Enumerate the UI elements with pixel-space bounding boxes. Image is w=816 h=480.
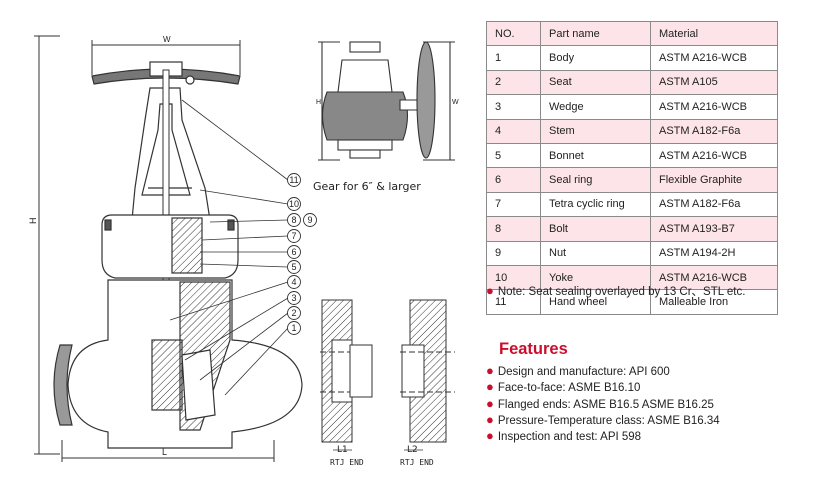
features-list: ●Design and manufacture: API 600 ●Face-t…	[486, 363, 720, 444]
callout-7: 7	[291, 231, 296, 241]
dim-l2-label: L2	[407, 445, 418, 455]
dim-w-label: W	[163, 35, 171, 44]
callout-11: 11	[289, 175, 298, 185]
callout-3: 3	[291, 293, 296, 303]
callout-6: 6	[291, 247, 296, 257]
rtj-end-view-2	[400, 299, 455, 443]
gear-dim-h: H	[316, 99, 321, 106]
cell-material: ASTM A193-B7	[650, 216, 778, 242]
dim-h-label: H	[28, 218, 38, 225]
gear-operator	[318, 41, 455, 161]
table-row: 7 Tetra cyclic ring ASTM A182-F6a	[486, 191, 778, 218]
list-item: ●Flanged ends: ASME B16.5 ASME B16.25	[486, 396, 720, 412]
bonnet	[101, 214, 239, 279]
dim-l-label: L	[162, 447, 167, 457]
cell-part: Seal ring	[540, 167, 651, 193]
list-item: ●Face-to-face: ASME B16.10	[486, 379, 720, 395]
gear-caption: Gear for 6″ & larger	[313, 180, 421, 193]
valve-body	[53, 279, 303, 449]
cell-no: 6	[486, 167, 541, 193]
cell-material: ASTM A216-WCB	[650, 45, 778, 71]
cell-material: Malleable Iron	[650, 289, 778, 315]
table-row: 1 Body ASTM A216-WCB	[486, 45, 778, 71]
table-row: 2 Seat ASTM A105	[486, 69, 778, 96]
cell-material: ASTM A182-F6a	[650, 118, 778, 144]
cell-no: 2	[486, 69, 541, 96]
feature-text: Pressure-Temperature class: ASME B16.34	[497, 414, 720, 427]
cell-material: ASTM A105	[650, 69, 778, 96]
cell-material: Flexible Graphite	[650, 167, 778, 193]
table-row: 4 Stem ASTM A182-F6a	[486, 118, 778, 144]
list-item: ●Design and manufacture: API 600	[486, 363, 720, 379]
bullet-icon: ●	[486, 411, 494, 427]
feature-text: Face-to-face: ASME B16.10	[497, 382, 641, 395]
cell-no: 1	[486, 45, 541, 71]
yoke	[131, 87, 211, 221]
cell-part: Yoke	[540, 264, 651, 291]
callout-5: 5	[291, 262, 296, 272]
bullet-icon: ●	[486, 363, 494, 378]
cell-part: Bolt	[540, 216, 651, 242]
bullet-icon: ●	[486, 379, 494, 395]
parts-table: NO. Part name Material 1 Body ASTM A216-…	[486, 20, 778, 315]
dim-l1-label: L1	[337, 445, 348, 455]
feature-text: Flanged ends: ASME B16.5 ASME B16.25	[497, 398, 714, 411]
rtj-end-view-1	[320, 299, 374, 443]
callout-2: 2	[291, 308, 296, 318]
table-row: 6 Seal ring Flexible Graphite	[486, 167, 778, 193]
cell-material: ASTM A216-WCB	[650, 94, 778, 120]
list-item: ●Inspection and test: API 598	[486, 428, 720, 444]
seat-sealing-note: ●Note: Seat sealing overlayed by 13 Cr、S…	[486, 283, 745, 299]
cell-no: 10	[486, 264, 541, 291]
rtj-end-label-2: RTJ END	[400, 458, 434, 467]
cell-material: ASTM A216-WCB	[650, 264, 778, 291]
cell-no: 3	[486, 94, 541, 120]
cell-no: 9	[486, 240, 541, 266]
table-row: 10 Yoke ASTM A216-WCB	[486, 264, 778, 291]
cell-no: 11	[486, 289, 541, 315]
cell-part: Bonnet	[540, 142, 651, 169]
cell-material: ASTM A216-WCB	[650, 142, 778, 169]
bullet-icon: ●	[486, 283, 494, 298]
cell-part: Hand wheel	[540, 289, 651, 315]
callout-10: 10	[289, 199, 299, 209]
bullet-icon: ●	[486, 395, 494, 411]
callout-4: 4	[291, 277, 296, 287]
list-item: ●Pressure-Temperature class: ASME B16.34	[486, 412, 720, 428]
rtj-end-label-1: RTJ END	[330, 458, 364, 467]
header-material: Material	[650, 20, 778, 47]
gear-dim-w: W	[452, 99, 459, 106]
note-text: Note: Seat sealing overlayed by 13 Cr、ST…	[497, 286, 746, 298]
cell-part: Wedge	[540, 94, 651, 120]
cell-part: Stem	[540, 118, 651, 144]
callout-8: 8	[291, 215, 296, 225]
table-row: 11 Hand wheel Malleable Iron	[486, 289, 778, 315]
table-row: 3 Wedge ASTM A216-WCB	[486, 94, 778, 120]
header-no: NO.	[486, 20, 541, 47]
feature-text: Inspection and test: API 598	[497, 431, 642, 444]
cell-no: 5	[486, 142, 541, 169]
cell-no: 4	[486, 118, 541, 144]
header-part-name: Part name	[540, 20, 651, 47]
cell-part: Body	[540, 45, 651, 71]
table-row: 5 Bonnet ASTM A216-WCB	[486, 142, 778, 169]
feature-text: Design and manufacture: API 600	[497, 366, 670, 378]
features-title: Features	[499, 340, 568, 358]
cell-part: Seat	[540, 69, 651, 96]
callout-9: 9	[307, 215, 312, 225]
table-row: 8 Bolt ASTM A193-B7	[486, 216, 778, 242]
cell-material: ASTM A182-F6a	[650, 191, 778, 218]
cell-no: 7	[486, 191, 541, 218]
cell-material: ASTM A194-2H	[650, 240, 778, 266]
cell-part: Nut	[540, 240, 651, 266]
table-header-row: NO. Part name Material	[486, 20, 778, 47]
cell-part: Tetra cyclic ring	[540, 191, 651, 218]
cell-no: 8	[486, 216, 541, 242]
callout-1: 1	[291, 323, 296, 333]
table-row: 9 Nut ASTM A194-2H	[486, 240, 778, 266]
bullet-icon: ●	[486, 428, 494, 444]
